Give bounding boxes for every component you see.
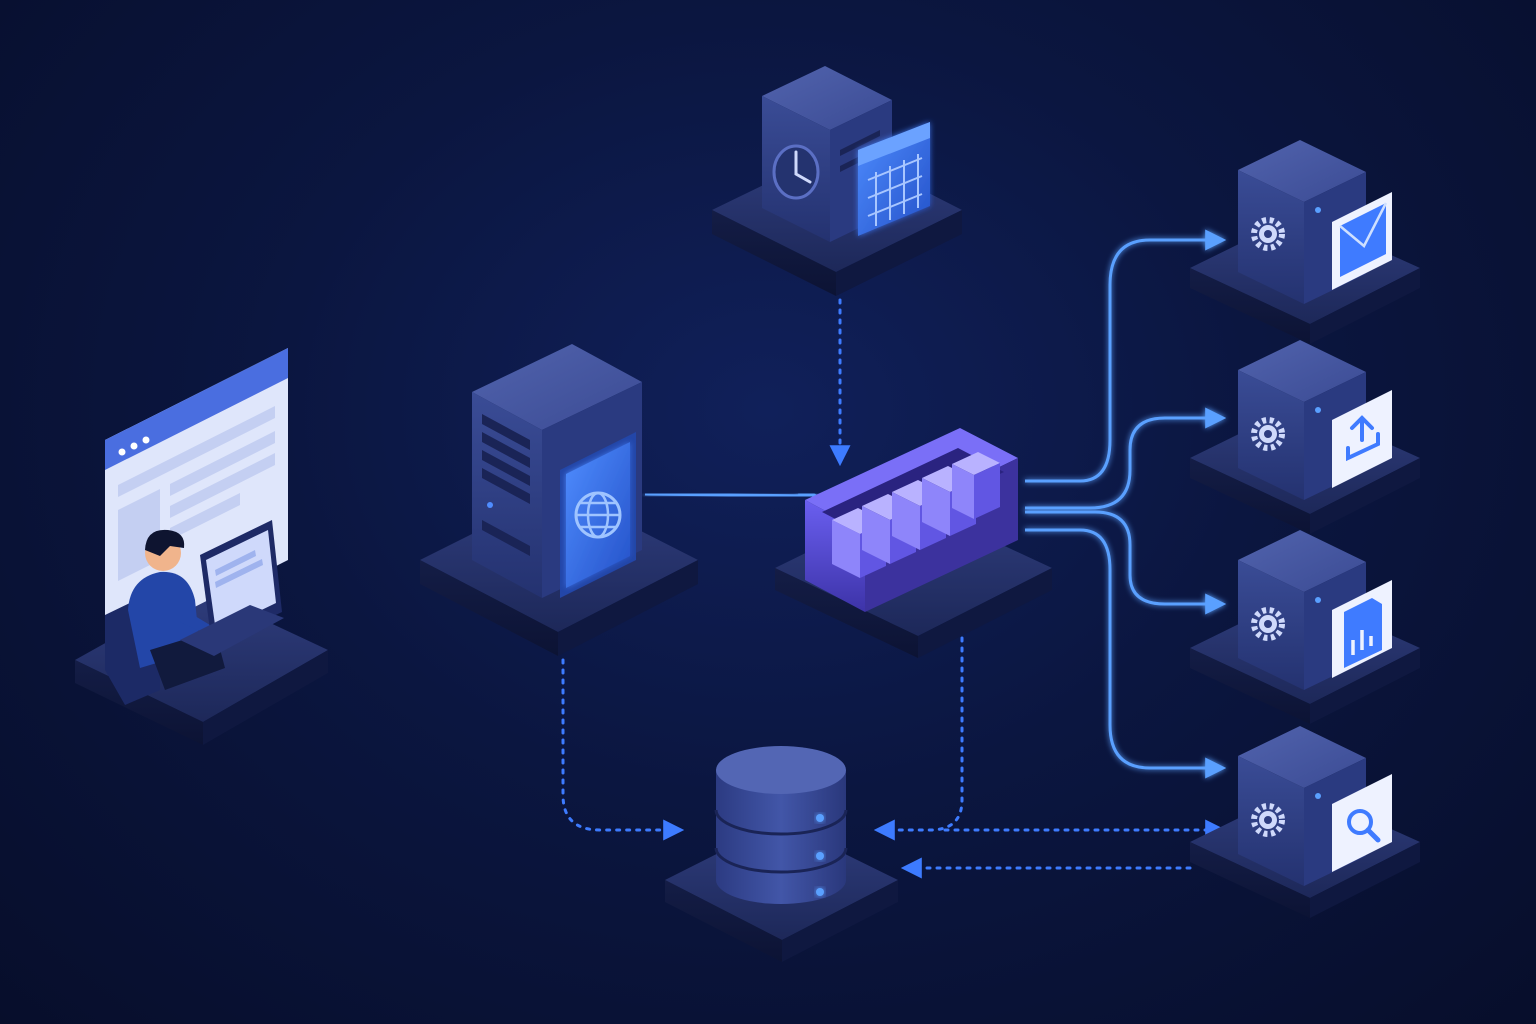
- clock-icon: [772, 144, 820, 200]
- client-node: [75, 348, 328, 745]
- message-queue-node: [775, 428, 1052, 658]
- database-node: [665, 746, 898, 962]
- edge-queue-to-worker-search: [1025, 528, 1227, 779]
- edge-queue-to-database: [873, 626, 964, 841]
- edges: [292, 229, 1227, 879]
- user-avatar: [128, 529, 225, 690]
- upload-icon: [1332, 390, 1392, 488]
- scheduler-node: [712, 66, 962, 296]
- gear-icon: [1251, 803, 1285, 837]
- worker-upload-node: [1190, 340, 1420, 534]
- envelope-icon: [1332, 192, 1392, 290]
- edge-queue-to-worker-email: [1025, 229, 1227, 483]
- gear-icon: [1251, 217, 1285, 251]
- worker-report-node: [1190, 530, 1420, 724]
- calendar-icon: [858, 122, 930, 236]
- worker-email-node: [1190, 140, 1420, 344]
- edge-webserver-to-queue: [644, 485, 820, 507]
- edge-webserver-to-database: [561, 658, 685, 841]
- report-chart-icon: [1332, 580, 1392, 678]
- queue-message-block: [952, 452, 1000, 519]
- gear-icon: [1251, 607, 1285, 641]
- globe-icon: [560, 432, 636, 598]
- queue-blocks-icon: [805, 428, 1018, 612]
- edge-queue-to-worker-upload: [1025, 407, 1227, 510]
- gear-icon: [1251, 417, 1285, 451]
- worker-search-node: [1190, 726, 1420, 918]
- database-icon: [714, 746, 848, 904]
- laptop: [180, 520, 284, 656]
- web-server-node: [420, 344, 698, 656]
- magnifier-icon: [1332, 774, 1392, 872]
- edge-queue-to-worker-report: [1025, 510, 1227, 615]
